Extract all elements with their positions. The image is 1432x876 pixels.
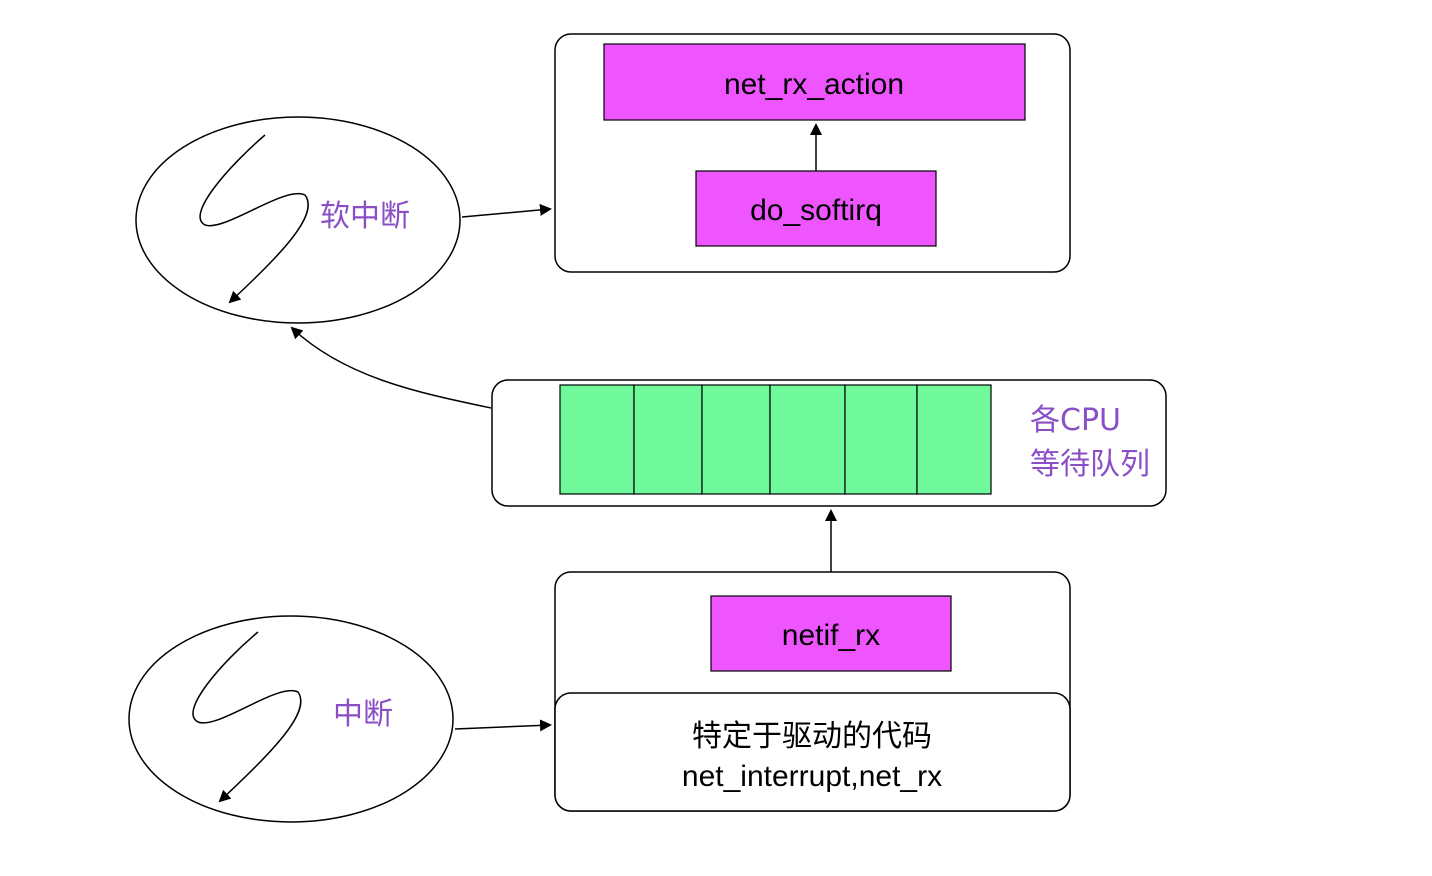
driver-code-label-line1: 特定于驱动的代码 — [692, 719, 932, 754]
interrupt-label: 中断 — [333, 697, 393, 732]
netif-rx-label: netif_rx — [782, 619, 880, 652]
net-rx-action-label: net_rx_action — [724, 68, 904, 101]
netif-rx-box — [710, 595, 952, 672]
queue-cell — [701, 384, 771, 495]
do-softirq-box — [695, 170, 937, 247]
driver-code-box — [554, 692, 1071, 812]
do-softirq-label: do_softirq — [750, 194, 882, 227]
interrupt-squiggle-arrow — [192, 631, 302, 803]
per-cpu-queue-cells — [559, 384, 992, 495]
queue-cell — [844, 384, 918, 495]
softirq-to-handler-arrow — [461, 203, 552, 218]
per-cpu-queue-label-line2: 等待队列 — [1030, 447, 1150, 482]
softirq-squiggle-arrow — [199, 134, 309, 304]
queue-cell — [633, 384, 703, 495]
net-rx-action-box — [603, 43, 1026, 121]
softirq-ellipse — [135, 116, 461, 324]
softirq-label: 软中断 — [320, 199, 410, 234]
interrupt-to-driver-arrow — [454, 719, 552, 732]
queue-to-softirq-arrow — [290, 326, 492, 409]
queue-cell — [769, 384, 846, 495]
per-cpu-queue-label-line1: 各CPU — [1030, 403, 1121, 438]
interrupt-ellipse — [128, 615, 454, 823]
driver-code-label-line2: net_interrupt,net_rx — [682, 760, 942, 793]
queue-cell — [559, 384, 635, 495]
queue-cell — [916, 384, 992, 495]
